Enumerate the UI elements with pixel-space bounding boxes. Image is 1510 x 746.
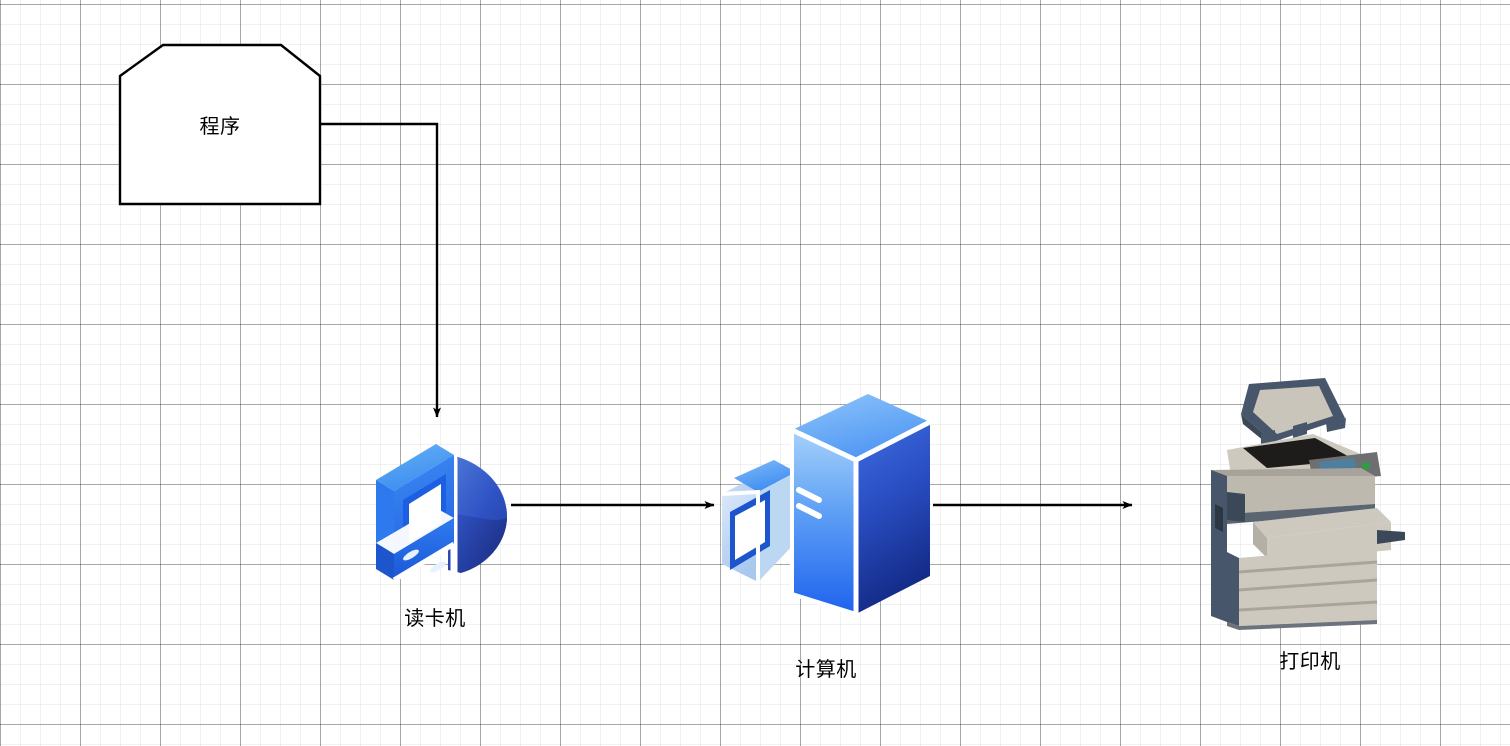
computer-node[interactable]: [716, 382, 936, 624]
edge-program-to-card-reader[interactable]: [320, 122, 441, 418]
card-reader-label: 读卡机: [404, 608, 466, 630]
isometric-server-tower-icon: [721, 394, 932, 616]
printer-node[interactable]: [1205, 372, 1410, 630]
program-shape[interactable]: [118, 43, 322, 206]
printer-label: 打印机: [1279, 651, 1341, 673]
card-reader-node[interactable]: [362, 422, 514, 590]
multifunction-printer-icon: [1211, 378, 1405, 630]
program-node-label: 程序: [199, 116, 241, 138]
computer-label: 计算机: [795, 659, 857, 681]
isometric-monitor-icon: [376, 444, 507, 584]
